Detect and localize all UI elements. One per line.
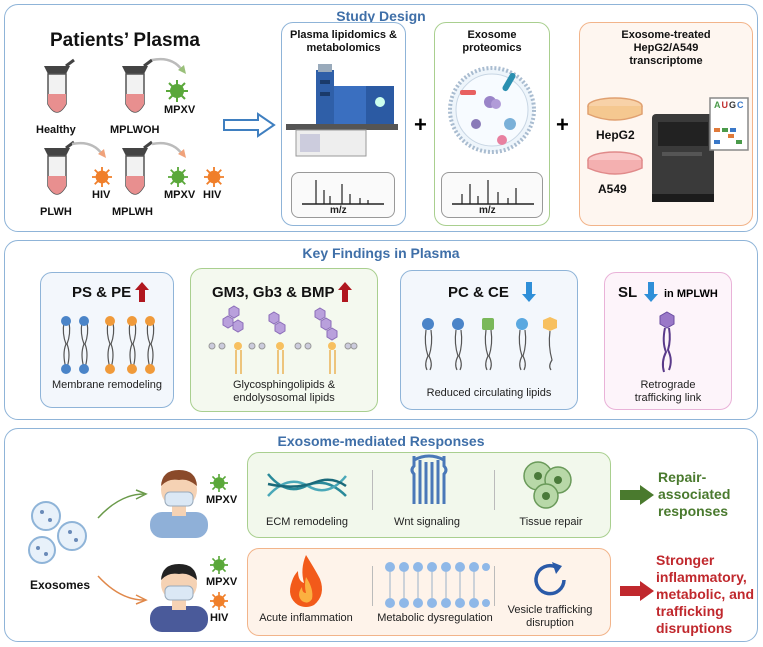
tube-healthy-icon — [44, 58, 75, 113]
hiv-virus-icon — [210, 592, 228, 610]
sequence-letters: AUGC — [714, 100, 745, 110]
circulating-lipids-icon — [422, 317, 557, 371]
finding-card-sl: Retrograde trafficking link — [604, 272, 732, 410]
virus-label-hiv: HIV — [210, 612, 229, 624]
big-arrow-icon — [223, 112, 276, 138]
phospholipid-bilayer-icon — [61, 316, 155, 374]
orange-arrow-icon — [97, 575, 148, 605]
green-block-arrow-icon — [620, 485, 654, 505]
curved-arrow-icon — [151, 57, 186, 74]
finding-caption: Retrograde trafficking link — [634, 379, 702, 404]
disruption-outcome: Stronger inflammatory, metabolic, and tr… — [656, 552, 755, 636]
lipid-bilayer-icon — [385, 562, 490, 608]
virus-label-mpxv: MPXV — [164, 104, 196, 116]
group-label-plwh: PLWH — [40, 206, 72, 218]
finding-caption: Reduced circulating lipids — [426, 387, 552, 399]
curved-arrow-icon — [71, 141, 106, 158]
refresh-cycle-icon — [534, 562, 566, 596]
virus-label-mpxv: MPXV — [206, 494, 238, 506]
cell-line-label: HepG2 — [596, 128, 635, 142]
petri-dish-icon — [587, 151, 643, 175]
finding-caption: Membrane remodeling — [51, 379, 163, 391]
finding-title: GM3, Gb3 & BMP — [212, 284, 335, 301]
base-letter: U — [721, 100, 729, 110]
base-letter: G — [729, 100, 738, 110]
study-design-title: Study Design — [336, 8, 426, 24]
red-block-arrow-icon — [620, 581, 654, 601]
divider — [372, 470, 373, 510]
curved-arrow-icon — [151, 141, 186, 158]
green-arrow-icon — [97, 489, 148, 519]
sphingolipid-icon — [659, 311, 675, 373]
divider — [372, 566, 373, 606]
response-label: Wnt signaling — [393, 516, 461, 528]
mpxv-virus-icon — [168, 167, 188, 187]
proteomics-title: Exosome proteomics — [462, 29, 522, 54]
plus-sign: + — [556, 112, 569, 137]
response-label: Metabolic dysregulation — [377, 612, 493, 624]
finding-subtitle: in MPLWH — [664, 288, 718, 300]
virus-label-hiv: HIV — [92, 189, 111, 201]
group-label-healthy: Healthy — [36, 124, 76, 136]
cell-line-label: A549 — [598, 182, 627, 196]
finding-card-pc-ce: Reduced circulating lipids — [400, 270, 578, 410]
person-masked-icon — [150, 564, 208, 632]
spectrum-panel — [291, 172, 395, 218]
group-label-mplwoh: MPLWOH — [110, 124, 160, 136]
up-arrow-icon — [338, 282, 352, 302]
spectrum-icon — [452, 180, 534, 205]
lipidomics-title: Plasma lipidomics & metabolomics — [290, 29, 397, 54]
petri-dish-icon — [587, 97, 643, 121]
mpxv-virus-icon — [210, 474, 228, 492]
exosome-responses-title: Exosome-mediated Responses — [277, 433, 485, 449]
exosomes-label: Exosomes — [30, 578, 91, 592]
divider — [494, 470, 495, 510]
group-label-mplwh: MPLWH — [112, 206, 153, 218]
response-label: Vesicle trafficking disruption — [507, 604, 593, 629]
response-label: Tissue repair — [519, 516, 583, 528]
person-masked-icon — [150, 470, 208, 538]
tube-mplwoh-icon — [122, 58, 153, 113]
key-findings-title: Key Findings in Plasma — [302, 245, 460, 261]
down-arrow-icon — [644, 282, 658, 302]
repair-outcome: Repair-associated responses — [658, 469, 731, 519]
base-letter: A — [714, 100, 722, 110]
transcriptome-title: Exosome-treated HepG2/A549 transcriptome — [621, 29, 711, 67]
finding-title: PS & PE — [72, 284, 132, 301]
fire-icon — [290, 555, 322, 607]
plus-sign: + — [414, 112, 427, 137]
sequencer-icon — [652, 97, 749, 202]
exosome-vesicle-icon — [448, 66, 536, 154]
exosomes-icon — [28, 501, 87, 564]
tube-plwh-icon — [44, 140, 75, 195]
mpxv-virus-icon — [166, 80, 188, 102]
wnt-receptor-icon — [410, 454, 448, 504]
virus-label-hiv: HIV — [203, 189, 222, 201]
mpxv-virus-icon — [210, 556, 228, 574]
hiv-virus-icon — [204, 167, 224, 187]
divider — [494, 566, 495, 606]
virus-label-mpxv: MPXV — [164, 189, 196, 201]
down-arrow-icon — [522, 282, 536, 302]
response-label: Acute inflammation — [259, 612, 353, 624]
base-letter: C — [737, 100, 745, 110]
spectrum-panel — [441, 172, 543, 218]
axis-label-mz: m/z — [479, 205, 496, 216]
up-arrow-icon — [135, 282, 149, 302]
finding-title: SL — [618, 284, 638, 301]
tissue-cells-icon — [523, 461, 572, 509]
mass-spectrometer-icon — [286, 64, 398, 157]
finding-title: PC & CE — [448, 284, 509, 301]
axis-label-mz: m/z — [330, 205, 347, 216]
hiv-virus-icon — [92, 167, 112, 187]
ecm-fibers-icon — [267, 473, 347, 497]
spectrum-icon — [302, 180, 384, 205]
finding-card-ps-pe: Membrane remodeling — [40, 272, 174, 408]
virus-label-mpxv: MPXV — [206, 576, 238, 588]
finding-caption: Glycosphingolipids & endolysosomal lipid… — [232, 379, 336, 404]
response-label: ECM remodeling — [266, 516, 348, 528]
tube-mplwh-icon — [122, 140, 153, 195]
glycolipid-membrane-icon — [208, 305, 358, 374]
patients-title: Patients’ Plasma — [50, 30, 200, 51]
